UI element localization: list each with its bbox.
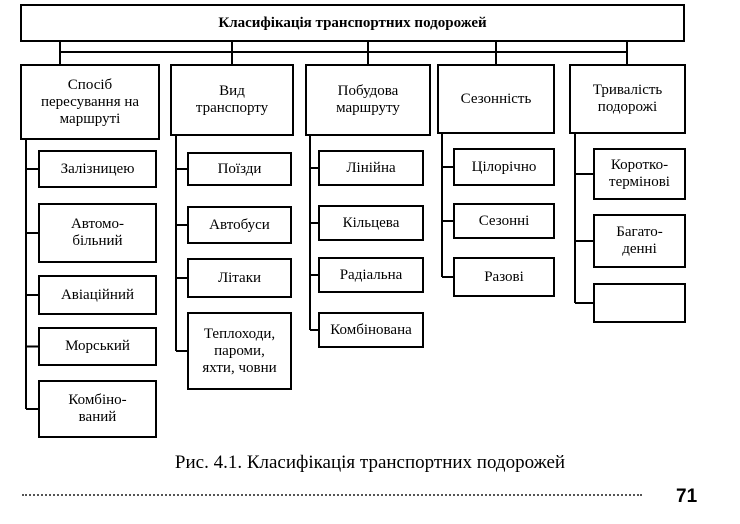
item-combined-method: Комбіно- ваний — [38, 380, 157, 438]
item-railway: Залізницею — [38, 150, 157, 188]
item-year-round: Цілорічно — [453, 148, 555, 186]
diagram-title: Класифікація транспортних подорожей — [20, 4, 685, 42]
item-linear: Лінійна — [318, 150, 424, 186]
item-empty — [593, 283, 686, 323]
page-rule — [22, 494, 642, 496]
item-ships: Теплоходи, пароми, яхти, човни — [187, 312, 292, 390]
item-circular: Кільцева — [318, 205, 424, 241]
item-trains: Поїзди — [187, 152, 292, 186]
page-number: 71 — [676, 486, 698, 507]
item-aviation: Авіаційний — [38, 275, 157, 315]
item-sea: Морський — [38, 327, 157, 366]
item-automobile: Автомо- більний — [38, 203, 157, 263]
category-transport-method: Спосіб пересування на маршруті — [20, 64, 160, 140]
category-duration: Тривалість подорожі — [569, 64, 686, 134]
item-combined-route: Комбінована — [318, 312, 424, 348]
item-multi-day: Багато- денні — [593, 214, 686, 268]
item-planes: Літаки — [187, 258, 292, 298]
item-buses: Автобуси — [187, 206, 292, 244]
item-short-term: Коротко- термінові — [593, 148, 686, 200]
category-seasonality: Сезонність — [437, 64, 555, 134]
category-route-structure: Побудова маршруту — [305, 64, 431, 136]
item-one-time: Разові — [453, 257, 555, 297]
item-radial: Радіальна — [318, 257, 424, 293]
figure-caption: Рис. 4.1. Класифікація транспортних подо… — [174, 452, 566, 473]
item-seasonal: Сезонні — [453, 203, 555, 239]
category-transport-type: Вид транспорту — [170, 64, 294, 136]
